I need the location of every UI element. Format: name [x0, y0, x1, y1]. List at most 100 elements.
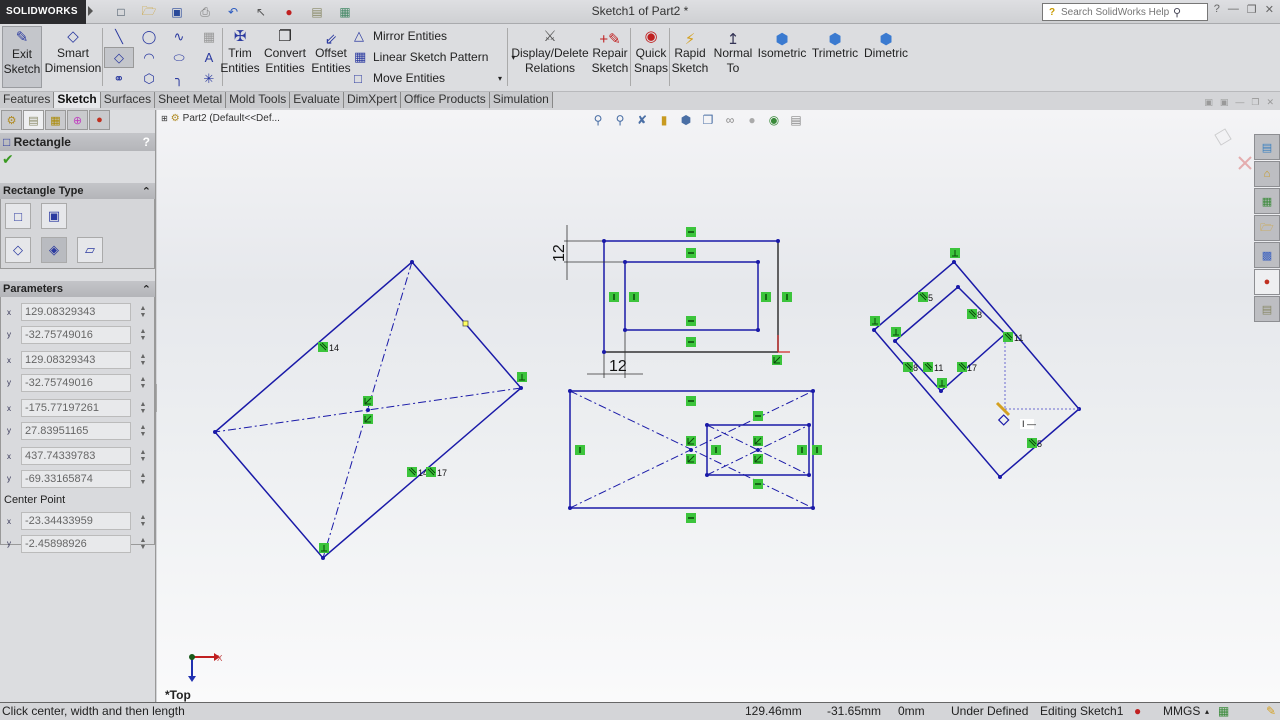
edit-appearance-icon[interactable]: ●: [748, 113, 756, 127]
tab-mold-tools[interactable]: Mold Tools: [226, 92, 291, 108]
previous-view-icon[interactable]: ✘: [636, 113, 648, 127]
smart-dimension-button[interactable]: ◇ Smart Dimension: [44, 27, 102, 76]
offset-entities-button[interactable]: ⇙ Offset Entities: [311, 30, 351, 76]
pencil-icon[interactable]: ✎: [1266, 704, 1277, 718]
isometric-button[interactable]: ⬢ Isometric: [757, 30, 807, 61]
center-rectangle-option[interactable]: ▣: [41, 203, 67, 229]
display-manager-tab-icon[interactable]: ●: [89, 110, 110, 130]
search-icon[interactable]: ⚲: [1173, 6, 1182, 19]
center-y-field[interactable]: [21, 534, 131, 553]
ellipse-icon[interactable]: ⬭: [173, 49, 185, 65]
solidworks-logo[interactable]: SOLIDWORKS: [0, 0, 86, 24]
text-icon[interactable]: A: [204, 50, 214, 65]
hide-show-items-icon[interactable]: ∞: [725, 113, 735, 127]
param-y1-field[interactable]: [21, 325, 131, 344]
quick-snaps-button[interactable]: ◉ Quick Snaps: [633, 27, 669, 76]
dimxpert-manager-tab-icon[interactable]: ⊕: [67, 110, 88, 130]
collapse-icon[interactable]: ⌃: [141, 283, 151, 296]
corner-rectangle-option[interactable]: □: [5, 203, 31, 229]
display-delete-relations-button[interactable]: ⚔ Display/Delete Relations: [511, 27, 589, 76]
center-x-field[interactable]: [21, 512, 131, 531]
arc-icon[interactable]: ◠: [143, 49, 155, 65]
spin-stepper[interactable]: ▲▼: [139, 423, 147, 438]
save-icon[interactable]: ▣: [171, 5, 183, 19]
trim-entities-button[interactable]: ✠ Trim Entities: [220, 27, 260, 76]
menu-flyout-arrow-icon[interactable]: [88, 6, 93, 16]
dimension-12-vertical[interactable]: 12: [551, 244, 568, 262]
doc-minimize-icon[interactable]: —: [1235, 97, 1245, 107]
fillet-icon[interactable]: ╮: [175, 70, 183, 86]
ok-checkmark-icon[interactable]: ✔: [2, 151, 14, 167]
param-y4-field[interactable]: [21, 469, 131, 488]
spin-stepper[interactable]: ▲▼: [139, 536, 147, 551]
spin-stepper[interactable]: ▲▼: [139, 401, 147, 416]
spin-stepper[interactable]: ▲▼: [139, 305, 147, 320]
tab-evaluate[interactable]: Evaluate: [290, 92, 344, 108]
zoom-to-fit-icon[interactable]: ⚲: [593, 113, 603, 127]
new-icon[interactable]: □: [117, 5, 125, 19]
rebuild-icon[interactable]: ●: [285, 5, 293, 19]
param-x2-field[interactable]: [21, 351, 131, 370]
select-icon[interactable]: ↖: [255, 5, 267, 19]
units-dropdown-arrow-icon[interactable]: ▴: [1205, 707, 1210, 716]
dropdown-arrow-icon[interactable]: ▾: [511, 52, 516, 62]
graphics-area[interactable]: ⊞ ⚙ Part2 (Default<<Def... ⚲ ⚲ ✘ ▮ ⬢ ❐ ∞…: [157, 110, 1280, 702]
apply-scene-icon[interactable]: ◉: [768, 113, 780, 127]
mirror-entities-button[interactable]: △Mirror Entities: [354, 28, 448, 43]
rectangle-icon[interactable]: ◇: [104, 47, 134, 68]
repair-sketch-button[interactable]: +✎ Repair Sketch: [591, 30, 629, 76]
units-selector[interactable]: MMGS: [1163, 704, 1201, 718]
spin-stepper[interactable]: ▲▼: [139, 353, 147, 368]
tile-vertical-icon[interactable]: ▣: [1219, 97, 1229, 107]
close-icon[interactable]: ✕: [1264, 4, 1274, 16]
undo-icon[interactable]: ↶: [227, 5, 239, 19]
trimetric-button[interactable]: ⬢ Trimetric: [811, 30, 859, 61]
tab-simulation[interactable]: Simulation: [489, 92, 553, 108]
circle-icon[interactable]: ◯: [141, 28, 157, 44]
help-icon[interactable]: ?: [1213, 3, 1220, 15]
tab-dimxpert[interactable]: DimXpert: [343, 92, 401, 108]
param-x1-field[interactable]: [21, 303, 131, 322]
tile-horizontal-icon[interactable]: ▣: [1204, 97, 1213, 107]
print-icon[interactable]: ⎙: [200, 4, 210, 19]
file-explorer-folder-icon[interactable]: 🗁: [1254, 215, 1280, 241]
slot-icon[interactable]: ⚭: [113, 70, 125, 86]
view-settings-icon[interactable]: ▤: [790, 113, 802, 127]
parallelogram-option[interactable]: ▱: [77, 237, 103, 263]
appearances-icon[interactable]: ●: [1254, 269, 1280, 295]
quick-tips-icon[interactable]: ▦: [1218, 704, 1230, 718]
param-y3-field[interactable]: [21, 421, 131, 440]
spin-stepper[interactable]: ▲▼: [139, 449, 147, 464]
spin-stepper[interactable]: ▲▼: [139, 514, 147, 529]
design-library-icon[interactable]: ▦: [1254, 188, 1280, 214]
tab-surfaces[interactable]: Surfaces: [100, 92, 156, 108]
restore-icon[interactable]: ❐: [1246, 4, 1257, 16]
tab-sheet-metal[interactable]: Sheet Metal: [155, 92, 227, 108]
dimension-12-horizontal[interactable]: 12: [609, 358, 627, 375]
spin-stepper[interactable]: ▲▼: [139, 471, 147, 486]
spin-stepper[interactable]: ▲▼: [139, 327, 147, 342]
doc-restore-icon[interactable]: ❐: [1251, 97, 1260, 107]
tab-features[interactable]: Features: [0, 92, 55, 108]
minimize-icon[interactable]: —: [1227, 3, 1239, 15]
param-x3-field[interactable]: [21, 399, 131, 418]
doc-close-icon[interactable]: ✕: [1266, 97, 1274, 107]
parameters-header[interactable]: Parameters ⌃: [0, 281, 155, 297]
tab-office-products[interactable]: Office Products: [400, 92, 490, 108]
display-style-icon[interactable]: ❐: [702, 113, 714, 127]
spline-icon[interactable]: ∿: [173, 28, 185, 44]
normal-to-button[interactable]: ↥ Normal To: [713, 30, 753, 76]
expand-icon[interactable]: ⊞: [161, 114, 168, 123]
section-view-icon[interactable]: ▮: [660, 113, 668, 127]
dropdown-arrow-icon[interactable]: ▾: [498, 73, 503, 83]
sketch-canvas[interactable]: 14 14 17 12 12: [157, 110, 1280, 702]
feature-tree-flyout[interactable]: ⊞ ⚙ Part2 (Default<<Def...: [161, 113, 280, 124]
rebuild-indicator-icon[interactable]: ●: [1134, 704, 1142, 718]
configuration-manager-tab-icon[interactable]: ▦: [45, 110, 66, 130]
tab-sketch[interactable]: Sketch: [54, 92, 101, 108]
spin-stepper[interactable]: ▲▼: [139, 375, 147, 390]
linear-sketch-pattern-button[interactable]: ▦Linear Sketch Pattern▾: [354, 49, 516, 64]
view-palette-icon[interactable]: ▩: [1254, 242, 1280, 268]
search-input[interactable]: [1061, 6, 1173, 18]
3pt-center-rectangle-option[interactable]: ◈: [41, 237, 67, 263]
